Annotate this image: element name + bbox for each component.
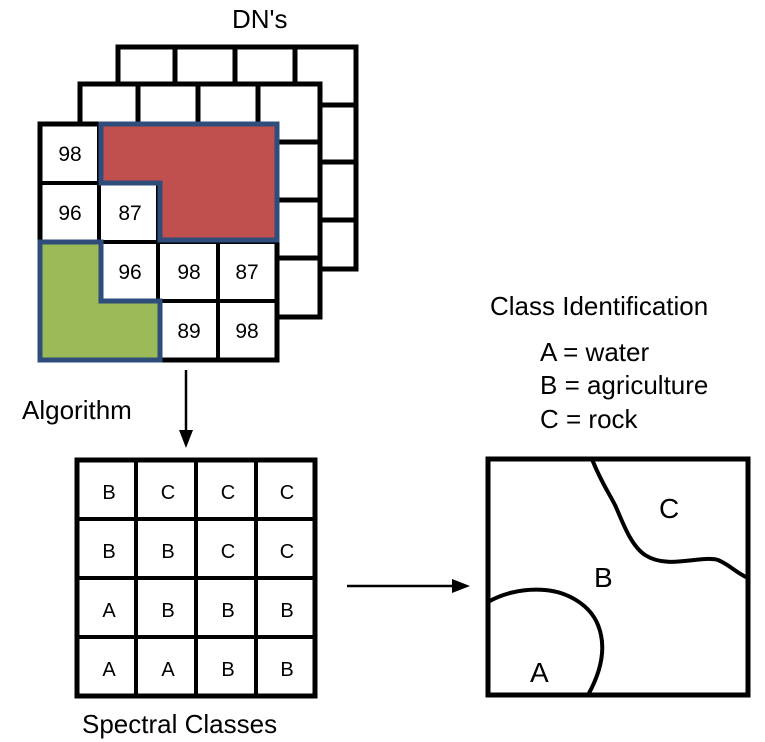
dn-cell: 98 [235, 320, 258, 343]
region-b-label: B [594, 562, 613, 593]
spectral-cell: A [161, 659, 175, 681]
dn-cell: 87 [118, 202, 141, 225]
region-a-label: A [530, 657, 549, 688]
spectral-cell: B [161, 600, 174, 622]
spectral-cell: B [102, 541, 115, 563]
spectral-cell: A [102, 659, 116, 681]
spectral-cell: B [221, 659, 234, 681]
spectral-cell: B [280, 600, 293, 622]
spectral-cell: B [280, 659, 293, 681]
right-arrow [347, 579, 470, 593]
spectral-cell: C [280, 541, 294, 563]
spectral-cell: A [102, 600, 116, 622]
spectral-cell: C [221, 541, 235, 563]
dn-cell: 89 [177, 320, 200, 343]
algorithm-label: Algorithm [22, 395, 132, 425]
dn-cell: 87 [235, 261, 258, 284]
dn-layer-front: 98 96 87 96 98 87 89 98 [37, 121, 280, 363]
spectral-cell: C [280, 482, 294, 504]
spectral-cell: C [161, 482, 175, 504]
spectral-caption: Spectral Classes [82, 709, 277, 739]
down-arrow [179, 370, 193, 448]
boundary-a [486, 587, 605, 696]
class-identification-title: Class Identification [490, 291, 708, 321]
dn-cell: 98 [177, 261, 200, 284]
region-c-label: C [659, 493, 679, 524]
legend-item-a: A = water [540, 337, 649, 367]
boundary-c [590, 458, 749, 580]
spectral-grid: B C C C B B C C A B B B A A B B [74, 457, 318, 699]
dn-cell: 96 [58, 202, 81, 225]
spectral-cell: B [221, 600, 234, 622]
dn-cell: 98 [58, 143, 81, 166]
dn-cell: 96 [118, 261, 141, 284]
spectral-cell: B [102, 482, 115, 504]
legend-item-c: C = rock [540, 404, 639, 434]
dn-title: DN's [232, 4, 288, 34]
green-region [37, 239, 163, 363]
spectral-cell: B [161, 541, 174, 563]
red-region [98, 121, 280, 243]
spectral-cell: C [221, 482, 235, 504]
legend-item-b: B = agriculture [540, 370, 708, 400]
classified-map: A B C [485, 456, 751, 698]
